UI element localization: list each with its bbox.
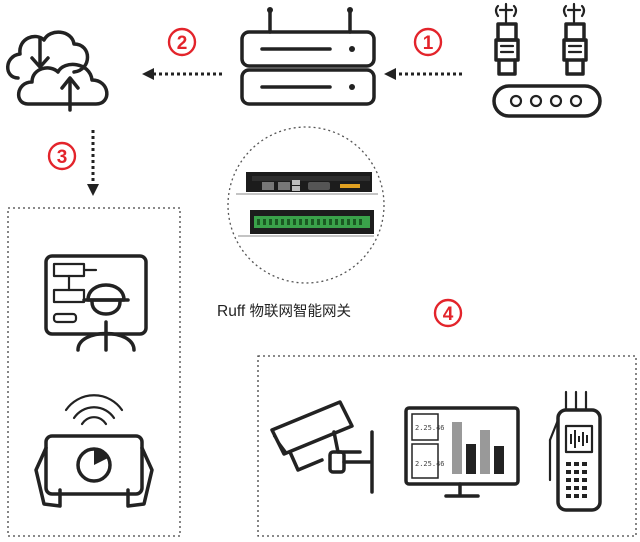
cloud-sync-icon [6,30,109,112]
security-camera-icon [270,400,374,494]
gateway-brand: Ruff [217,303,246,320]
svg-text:1: 1 [423,33,434,54]
monitor-chart-icon: 2.25.46 2.25.46 [404,406,520,498]
handheld-radio-icon [548,390,602,512]
svg-text:2.25.46: 2.25.46 [415,424,445,432]
step-1-badge: 1 [413,27,443,57]
router-icon [240,7,376,106]
gateway-device-photo [227,126,385,284]
gateway-caption: Ruff 物联网智能网关 [217,300,351,321]
step-4-badge: 4 [433,298,463,328]
apps-box [7,207,181,537]
svg-text:2.25.46: 2.25.46 [415,460,445,468]
tablet-gauge-icon [34,394,154,508]
robot-conveyor-icon [492,2,602,118]
step-3-badge: 3 [47,141,77,171]
svg-text:2: 2 [177,33,188,54]
engineer-control-panel-icon [44,254,148,352]
gateway-label: 物联网智能网关 [249,304,351,320]
svg-text:3: 3 [57,147,68,168]
devices-box [257,355,637,537]
step-2-badge: 2 [167,27,197,57]
svg-text:4: 4 [443,304,454,325]
